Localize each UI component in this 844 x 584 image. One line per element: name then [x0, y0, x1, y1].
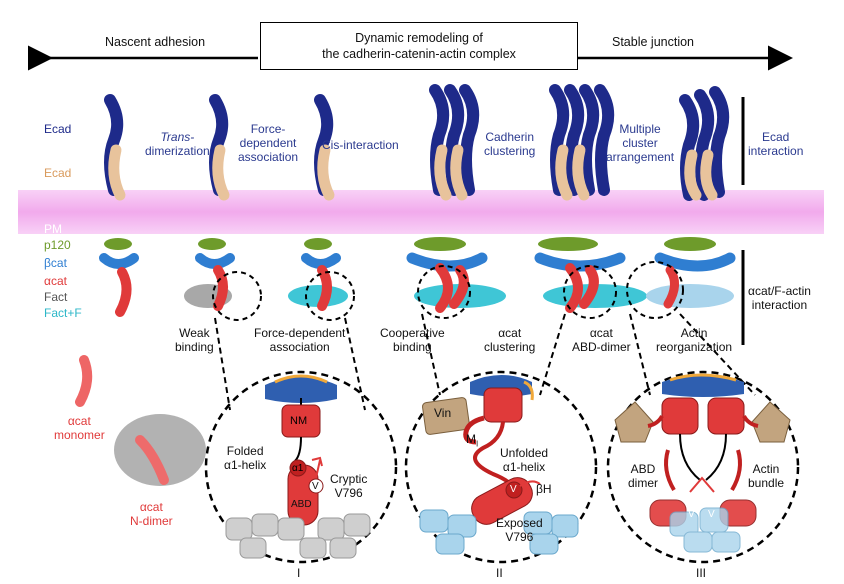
legend-ecad-bottom: Ecad: [44, 166, 72, 180]
circle2-graphics: [419, 375, 579, 555]
callout-circle-3: [417, 265, 471, 319]
step-acat-clustering: αcat clustering: [484, 326, 536, 354]
callout-circle-2: [305, 271, 355, 321]
step-force-dependent-binding: Force-dependent association: [254, 326, 346, 354]
c3-v2-label: V: [708, 509, 715, 520]
step-trans-dimerization: Trans- dimerization: [145, 130, 210, 158]
complex-5: [534, 84, 647, 313]
c2-mi-label: MI: [466, 432, 479, 449]
legend-fact: Fact: [44, 290, 68, 304]
c1-roman: I: [297, 566, 301, 580]
c2-bh-label: βH: [536, 482, 552, 496]
c1-abd-label: ABD: [291, 499, 312, 510]
legend-fact-f: Fact+F: [44, 306, 82, 320]
step-acat-abd-dimer: αcat ABD-dimer: [572, 326, 631, 354]
c1-a1-label: α1: [292, 463, 304, 474]
c2-roman: II: [496, 566, 503, 580]
c1-nm-label: NM: [290, 415, 308, 427]
c2-unfolded-label: Unfolded α1-helix: [500, 446, 549, 474]
detail-circle-2: [404, 370, 598, 564]
legend-p120: p120: [44, 238, 71, 252]
zoom-callouts: [212, 261, 684, 321]
complex-6: [646, 86, 736, 309]
callout-circle-1: [212, 271, 262, 321]
legend-pm: PM: [44, 222, 62, 236]
right-label-ecad-interaction: Ecad interaction: [748, 130, 804, 158]
step-weak-binding: Weak binding: [175, 326, 214, 354]
complex-3: [288, 94, 348, 311]
complex-4: [406, 84, 506, 313]
complex-2: [184, 94, 235, 311]
c3-roman: III: [696, 566, 707, 580]
detail-circles: [204, 370, 800, 564]
legend-ecad-top: Ecad: [44, 122, 72, 136]
step-cooperative-binding: Cooperative binding: [380, 326, 445, 354]
c1-folded-label: Folded α1-helix: [224, 444, 267, 472]
legend-bcat: βcat: [44, 256, 67, 270]
label-acat-ndimer: αcat N-dimer: [130, 500, 173, 528]
nm-domain-2: [483, 387, 523, 423]
c2-exposed-label: Exposed V796: [496, 516, 543, 544]
label-acat-monomer: αcat monomer: [54, 414, 105, 442]
c1-cryptic-label: Cryptic V796: [330, 472, 368, 500]
protein-complexes: [99, 84, 736, 317]
detail-circle-1: [204, 370, 398, 564]
legend-acat: αcat: [44, 274, 67, 288]
callout-circle-4: [563, 265, 617, 319]
left-arrow-label: Nascent adhesion: [105, 35, 206, 49]
c2-v-label: V: [510, 484, 517, 495]
step-cadherin-clustering: Cadherin clustering: [484, 130, 536, 158]
c2-vin-label: Vin: [434, 406, 452, 420]
detail-circle-3: [606, 370, 800, 564]
circle3-graphics: [614, 373, 791, 553]
callout-circle-5: [626, 261, 684, 319]
complex-1: [99, 94, 139, 317]
vinculin-shape: [422, 397, 470, 435]
callout-connectors: [214, 313, 756, 411]
title-line-2: the cadherin-catenin-actin complex: [322, 47, 516, 61]
title-line-1: Dynamic remodeling of: [355, 31, 483, 45]
title-box: Dynamic remodeling of the cadherin-caten…: [260, 22, 578, 70]
right-label-actin-interaction: αcat/F-actin interaction: [748, 284, 811, 312]
step-cis-interaction: Cis-interaction: [322, 138, 399, 152]
c3-actin-bundle-label: Actin bundle: [748, 462, 785, 490]
circle1-graphics: [225, 374, 371, 559]
right-arrow-label: Stable junction: [612, 35, 695, 49]
step-force-dependent-association: Force- dependent association: [238, 122, 299, 164]
step-multiple-cluster-arrangement: Multiple cluster arrangement: [606, 122, 675, 164]
c1-v-label: V: [312, 481, 319, 492]
c3-abd-dimer-label: ABD dimer: [628, 462, 659, 490]
left-species-graphics: [75, 355, 206, 486]
step-actin-reorganization: Actin reorganization: [656, 326, 733, 354]
c3-v1-label: V: [688, 509, 695, 520]
